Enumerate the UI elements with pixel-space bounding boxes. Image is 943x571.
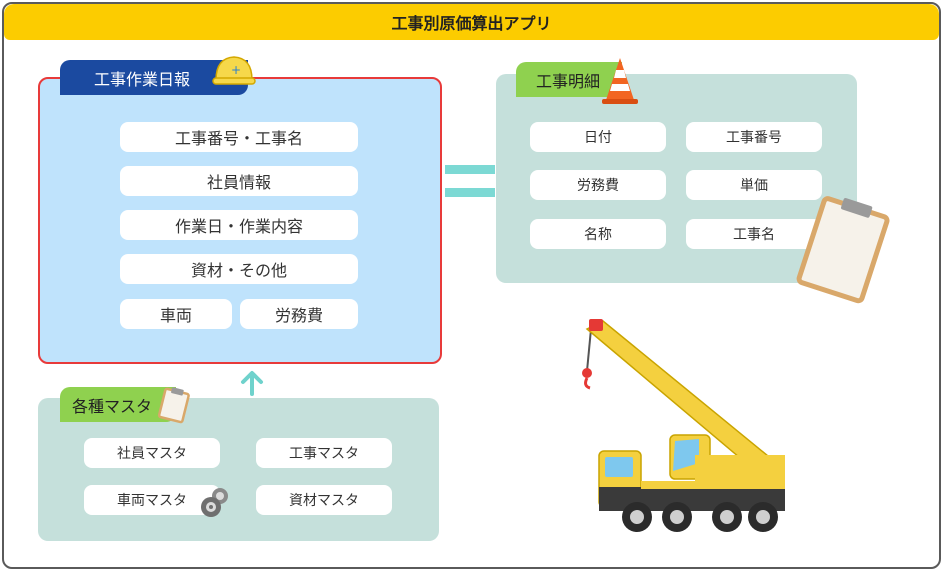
detail-item-labor-cost: 労務費	[530, 170, 666, 200]
daily-item-construction-number-name: 工事番号・工事名	[120, 122, 358, 152]
arrow-up-icon	[241, 371, 263, 396]
connector-line-top	[445, 165, 495, 174]
master-item-employee: 社員マスタ	[84, 438, 220, 468]
detail-item-construction-name: 工事名	[686, 219, 822, 249]
detail-item-unit-price: 単価	[686, 170, 822, 200]
svg-text:+: +	[231, 63, 241, 77]
memo-icon	[157, 387, 190, 424]
crane-truck-icon	[582, 319, 785, 532]
app-title: 工事別原価算出アプリ	[4, 4, 939, 40]
daily-item-labor-cost: 労務費	[240, 299, 358, 329]
master-item-vehicle: 車両マスタ	[84, 485, 220, 515]
daily-item-vehicle: 車両	[120, 299, 232, 329]
construction-detail-label: 工事明細	[516, 62, 622, 97]
daily-item-materials-other: 資材・その他	[120, 254, 358, 284]
master-item-materials: 資材マスタ	[256, 485, 392, 515]
daily-item-employee-info: 社員情報	[120, 166, 358, 196]
master-label: 各種マスタ	[60, 387, 176, 422]
gears-icon	[201, 488, 228, 517]
connector-line-bottom	[445, 188, 495, 197]
traffic-cone-icon	[602, 58, 638, 104]
master-item-construction: 工事マスタ	[256, 438, 392, 468]
daily-item-work-date-content: 作業日・作業内容	[120, 210, 358, 240]
helmet-icon: +	[212, 56, 256, 85]
clipboard-icon	[796, 196, 890, 304]
detail-item-name: 名称	[530, 219, 666, 249]
detail-item-date: 日付	[530, 122, 666, 152]
detail-item-construction-number: 工事番号	[686, 122, 822, 152]
